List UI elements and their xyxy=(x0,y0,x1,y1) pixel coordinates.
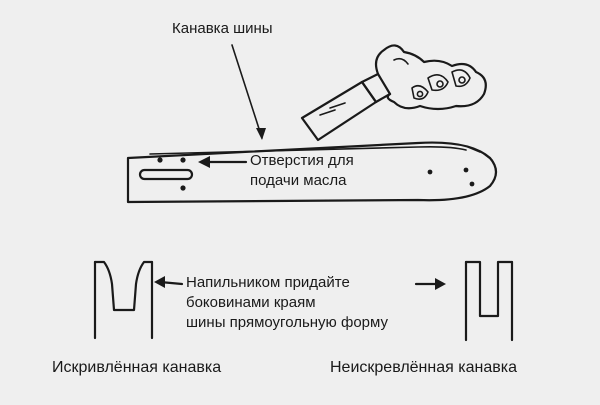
oil-holes-label-line1: Отверстия для xyxy=(250,152,354,169)
groove-leader-line xyxy=(231,44,266,140)
file-instruction-line1: Напильником придайте xyxy=(186,274,350,291)
oil-holes-arrow xyxy=(198,156,248,168)
worn-groove-profile xyxy=(93,260,154,340)
file-instruction-line3: шины прямоугольную форму xyxy=(186,314,388,331)
hand-file-icon xyxy=(300,44,487,142)
good-groove-profile xyxy=(464,260,514,342)
oil-holes-label-line2: подачи масла xyxy=(250,172,347,189)
worn-groove-caption: Искривлённая канавка xyxy=(52,359,222,376)
file-instruction-line2: боковинами краям xyxy=(186,294,316,311)
bar-groove-label: Канавка шины xyxy=(172,20,273,37)
worn-groove-arrow xyxy=(154,276,184,288)
guide-bar-icon xyxy=(126,141,498,204)
good-groove-arrow xyxy=(414,278,446,290)
good-groove-caption: Неискревлённая канавка xyxy=(330,359,517,376)
